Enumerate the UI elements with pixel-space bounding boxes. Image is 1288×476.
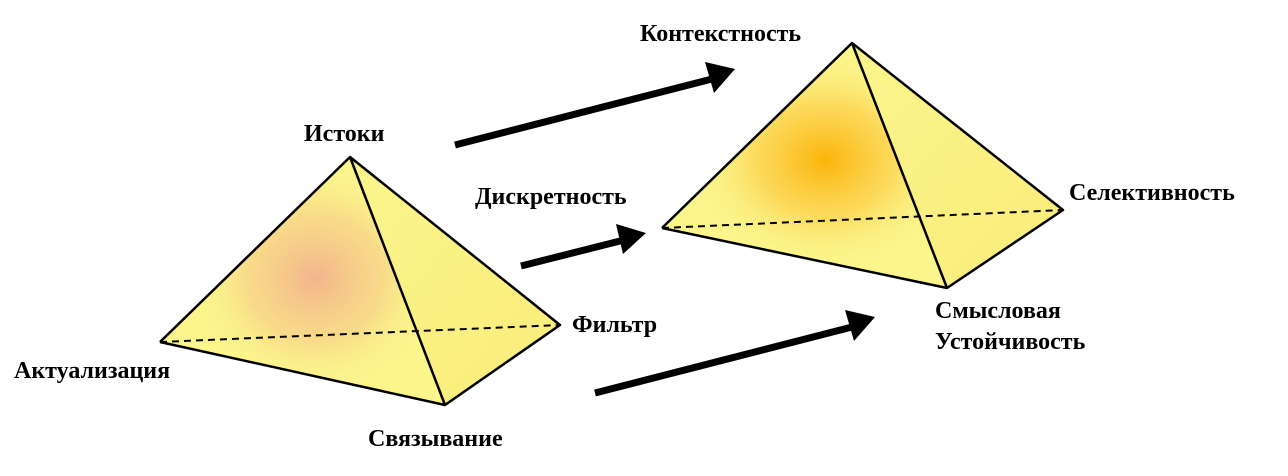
- right-pyramid: [661, 41, 1065, 290]
- label-diskretnost: Дискретность: [475, 184, 627, 210]
- left-pyramid-side-face: [350, 157, 560, 405]
- label-aktualizatsiya: Актуализация: [14, 358, 170, 384]
- label-kontekstnost: Контекстность: [640, 21, 801, 47]
- label-smyslovaya: Смысловая: [935, 298, 1061, 324]
- label-istoki: Истоки: [304, 121, 385, 147]
- left-pyramid-front-edge: [348, 156, 447, 406]
- arrow-top: [454, 62, 735, 149]
- left-pyramid-hidden-edge: [159, 324, 561, 343]
- right-pyramid-front-edge: [850, 42, 949, 289]
- right-pyramid-side-face: [852, 43, 1063, 288]
- label-selektivnost: Селективность: [1069, 180, 1235, 206]
- label-ustoychivost: Устойчивость: [935, 329, 1086, 355]
- right-pyramid-outline: [661, 41, 1065, 290]
- label-svyazyvanie: Связывание: [368, 426, 503, 452]
- arrow-middle: [520, 224, 646, 270]
- right-pyramid-hidden-edge: [661, 209, 1064, 229]
- left-pyramid-outline: [159, 155, 562, 407]
- label-filtr: Фильтр: [572, 312, 657, 338]
- arrow-bottom: [594, 310, 875, 397]
